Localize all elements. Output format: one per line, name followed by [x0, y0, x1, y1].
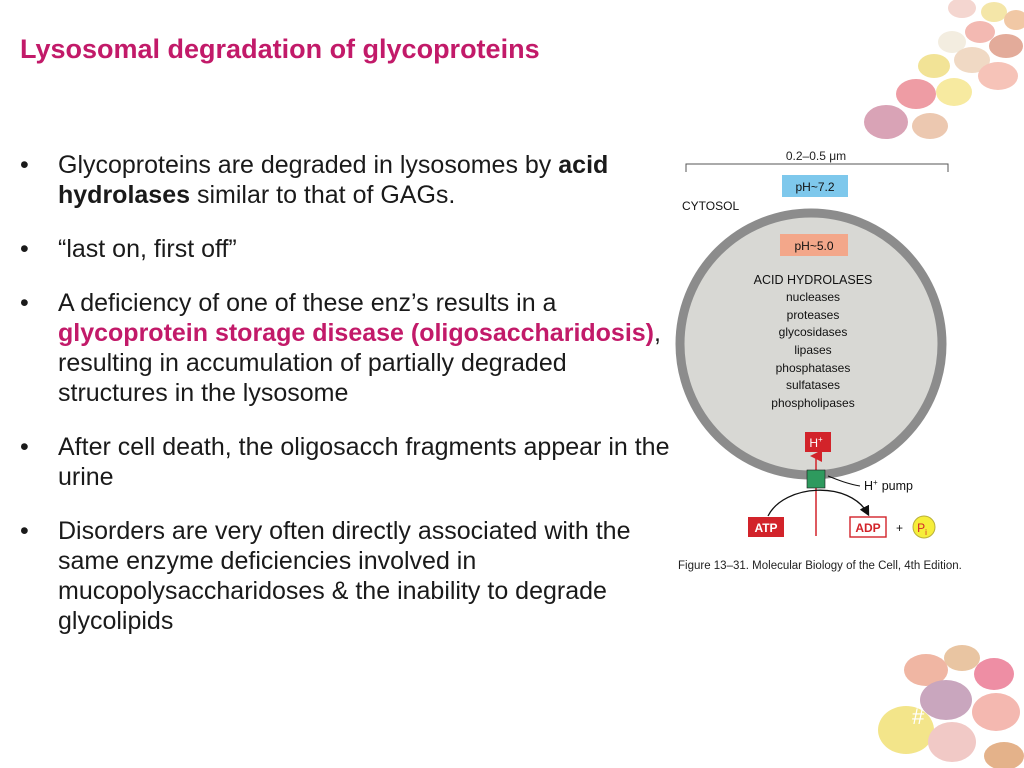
- plus-sign: +: [896, 521, 903, 535]
- bullet-bold-term: acid hydrolases: [58, 151, 609, 209]
- cytosol-label: CYTOSOL: [682, 199, 739, 213]
- bullet-marker: •: [20, 289, 29, 317]
- bullet-item: • After cell death, the oligosacch fragm…: [20, 432, 670, 492]
- bullet-item: • Disorders are very often directly asso…: [20, 516, 670, 636]
- bullet-text: “last on, first off”: [58, 235, 237, 263]
- bullet-text: After cell death, the oligosacch fragmen…: [58, 433, 670, 491]
- lysosome-ph-box: [780, 234, 848, 256]
- bullet-text: Glycoproteins are degraded in lysosomes …: [58, 151, 559, 179]
- pump-label-pointer: [827, 475, 861, 487]
- bullet-list: • Glycoproteins are degraded in lysosome…: [20, 150, 670, 660]
- adp-label: ADP: [855, 521, 880, 535]
- hydrolase-name: proteases: [787, 308, 840, 322]
- bullet-marker: •: [20, 235, 29, 263]
- slide-title: Lysosomal degradation of glycoproteins: [20, 34, 540, 64]
- hydrolase-name: lipases: [794, 343, 831, 357]
- hydrolase-name: phosphatases: [776, 361, 851, 375]
- pump-label: H+pump: [864, 478, 913, 493]
- bullet-text: Disorders are very often directly associ…: [58, 517, 631, 635]
- hydrolase-name: nucleases: [786, 290, 840, 304]
- lysosome-diagram: 0.2–0.5 μm pH~7.2 CYTOSOL pH~5.0 ACID HY…: [675, 149, 949, 539]
- hydrolase-name: sulfatases: [786, 378, 840, 392]
- hydrolase-name: glycosidases: [779, 325, 848, 339]
- lysosome-ph-label: pH~5.0: [794, 239, 833, 253]
- hydrolase-name: phospholipases: [771, 396, 854, 410]
- cytosol-ph-label: pH~7.2: [795, 180, 834, 194]
- bullet-text: A deficiency of one of these enz’s resul…: [58, 289, 557, 317]
- proton-pump: [806, 469, 826, 489]
- slide-number: #: [912, 704, 925, 729]
- figure-caption: Figure 13–31. Molecular Biology of the C…: [678, 560, 962, 572]
- size-label: 0.2–0.5 μm: [786, 149, 846, 163]
- proton-label: H+: [809, 435, 823, 450]
- bullet-text: similar to that of GAGs.: [190, 181, 456, 209]
- candy-eggs-decoration-top: [864, 0, 1024, 139]
- hydrolases-title: ACID HYDROLASES: [754, 273, 873, 287]
- bullet-marker: •: [20, 433, 29, 461]
- atp-label: ATP: [754, 521, 777, 535]
- size-bracket: [685, 163, 949, 172]
- atp-to-adp-arrow: [767, 489, 870, 517]
- proton-box: [805, 432, 831, 452]
- bullet-marker: •: [20, 151, 29, 179]
- bullet-text: , resulting in accumulation of partially…: [58, 319, 661, 407]
- phosphate-label: Pi: [917, 521, 927, 537]
- phosphate-circle: [912, 515, 936, 539]
- bullet-item: • A deficiency of one of these enz’s res…: [20, 288, 670, 408]
- atp-box: [748, 517, 784, 537]
- bullet-item: • “last on, first off”: [20, 234, 670, 264]
- candy-eggs-decoration-bottom: [878, 645, 1024, 768]
- adp-box: [849, 516, 887, 538]
- bullet-highlight-term: glycoprotein storage disease (oligosacch…: [58, 319, 655, 347]
- bullet-item: • Glycoproteins are degraded in lysosome…: [20, 150, 670, 210]
- bullet-marker: •: [20, 517, 29, 545]
- cytosol-ph-box: [782, 175, 848, 197]
